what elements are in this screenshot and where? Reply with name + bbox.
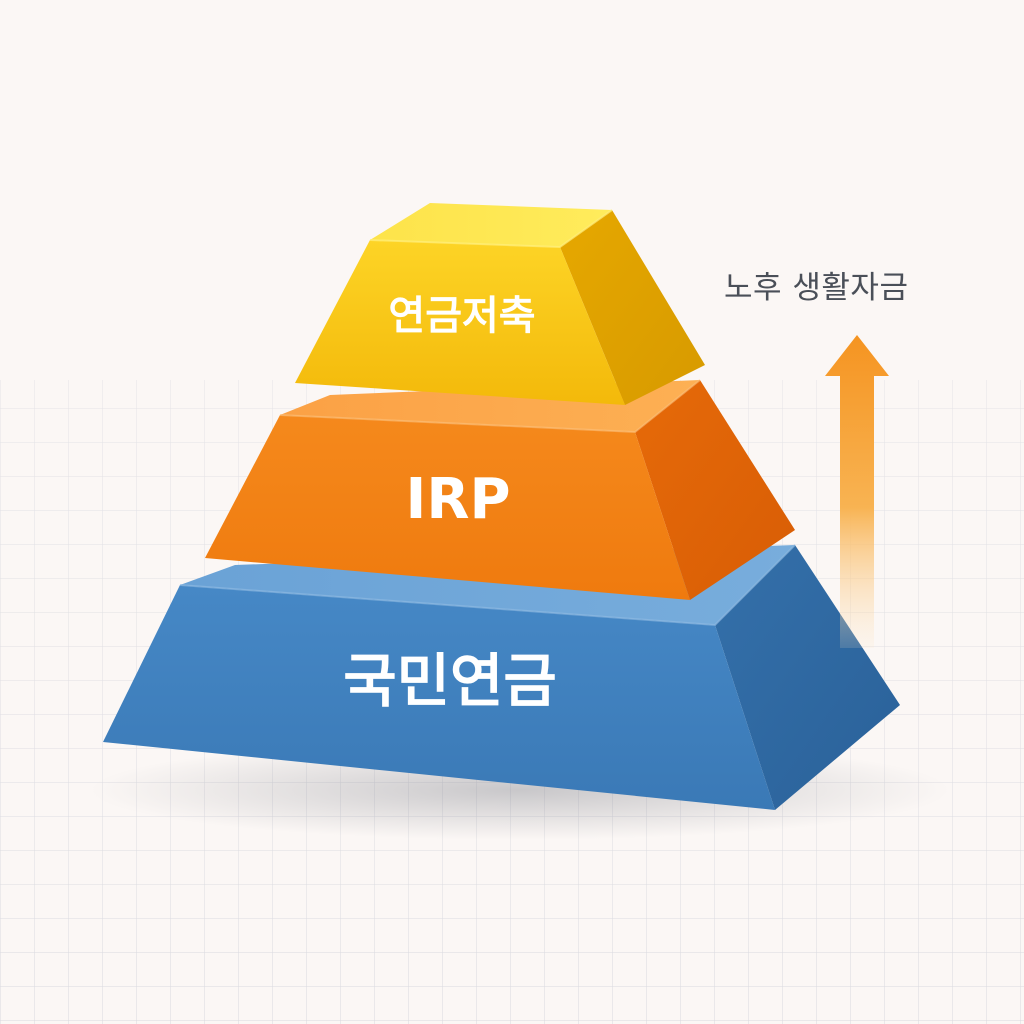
tier-national-pension-label: 국민연금 xyxy=(343,647,556,715)
arrow-up-icon xyxy=(825,335,889,648)
tier-irp-front xyxy=(205,415,690,600)
tier-irp-side xyxy=(635,380,795,600)
tier-pension-savings-label: 연금저축 xyxy=(388,293,535,339)
tier-pension-savings-top xyxy=(370,203,612,247)
upward-arrow xyxy=(825,335,889,648)
tier-national-pension-front xyxy=(103,585,775,810)
tier-pension-savings: 연금저축 xyxy=(295,203,705,405)
tier-pension-savings-side xyxy=(560,210,705,405)
tier-national-pension-side xyxy=(715,545,900,810)
arrow-caption: 노후 생활자금 xyxy=(724,270,909,306)
tier-irp-label: IRP xyxy=(406,467,511,532)
tier-pension-savings-front xyxy=(295,240,625,405)
